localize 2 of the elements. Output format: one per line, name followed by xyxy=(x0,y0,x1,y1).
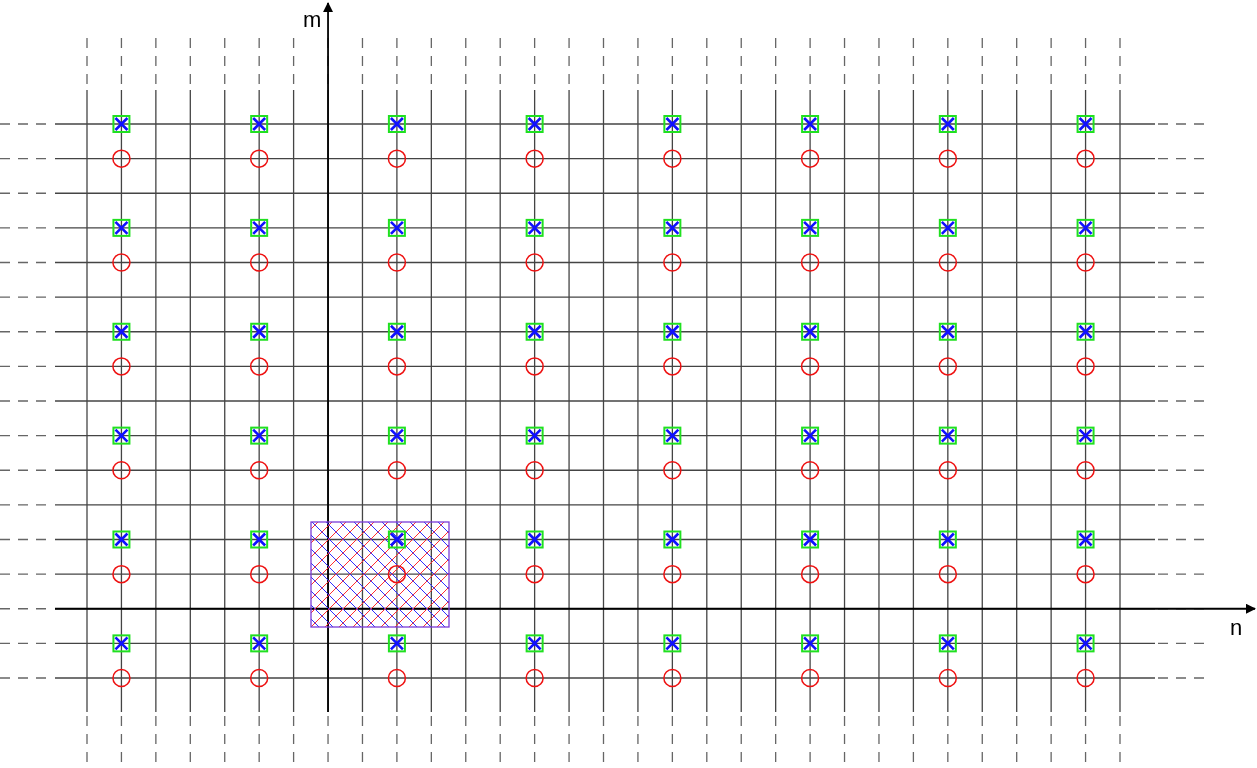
axis-label: n xyxy=(1230,617,1243,639)
axis-label: m xyxy=(303,9,322,31)
